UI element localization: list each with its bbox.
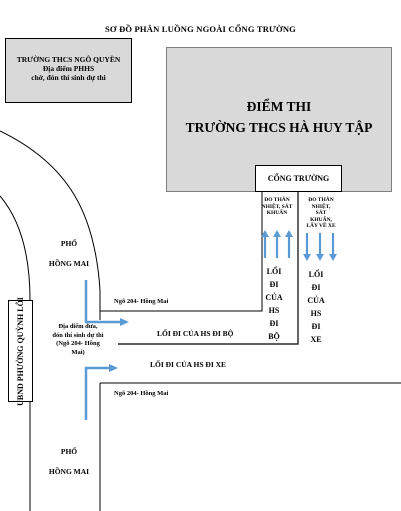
ward-office-label: UBND PHƯỜNG QUỲNH LÔI [16,296,26,406]
alley-label-top: Ngõ 204- Hồng Mai [114,298,169,305]
check-right-line: ĐO THÂN [308,197,334,203]
check-right-line: LẤY VỀ XE [306,223,336,229]
check-right-line: SÁT [315,210,327,216]
check-left-line: ĐO THÂN [264,197,290,203]
check-station-walkers: ĐO THÂN NHIỆT, SÁT KHUẨN [256,197,298,217]
vehicle-route-label: LỐI ĐI CỦA HS ĐI XE [150,360,227,369]
alley-walk-line [118,192,299,345]
vehicle-lane-word: ĐI [311,322,321,331]
ward-office-box [8,300,33,402]
page-title: SƠ ĐỒ PHÂN LUỒNG NGOÀI CỔNG TRƯỜNG [105,24,296,34]
alley-top-edge [100,192,263,312]
alley-label-bottom: Ngõ 204- Hồng Mai [114,390,169,397]
vehicle-lane-word: XE [310,335,322,344]
exam-site-label: ĐIỂM THI TRƯỜNG THCS HÀ HUY TẬP [166,96,392,138]
check-station-vehicles: ĐO THÂN NHIỆT, SÁT KHUẨN, LẤY VỀ XE [300,197,342,230]
walk-up-arrowhead-3 [285,230,293,237]
walk-lane-word: ĐI [269,319,279,328]
meeting-point-line: Mai) [71,348,85,356]
street-bottom-line: HỒNG MAI [48,467,90,476]
walk-lane-word: CỦA [265,293,283,302]
vehicle-down-arrowhead-1 [303,254,311,261]
parent-area-label: Địa điểm PHHS [42,64,95,73]
meeting-point-label: Địa điểm đưa, đón thí sinh dự thi (Ngõ 2… [38,323,118,357]
walk-lane-label: LỐI ĐI CỦA HS ĐI BỘ [262,265,286,343]
walk-lane-word: HS [268,306,280,315]
vehicle-lane-word: ĐI [311,283,321,292]
check-left-line: KHUẨN [266,210,288,216]
walk-lane-word: ĐI [269,280,279,289]
walk-lane-word: BỘ [268,332,280,341]
street-top-line: PHỐ [60,239,78,248]
parent-waiting-area-box: TRƯỜNG THCS NGÔ QUYỀN Địa điểm PHHS chờ,… [5,38,132,103]
vehicle-down-arrowhead-2 [316,254,324,261]
vehicle-lane-word: CỦA [307,296,325,305]
vehicle-down-arrowhead-3 [329,254,337,261]
vehicle-lane-word: LỐI [308,270,324,279]
vehicle-lane-label: LỐI ĐI CỦA HS ĐI XE [304,268,328,346]
street-top-line: HỒNG MAI [48,259,90,268]
walk-route-arrow [84,280,122,324]
ward-office-label-wrap: UBND PHƯỜNG QUỲNH LÔI [8,297,33,406]
walk-route-label: LỐI ĐI CỦA HS ĐI BỘ [157,329,234,338]
walk-up-arrowhead-1 [261,230,269,237]
exam-site-line2: TRƯỜNG THCS HÀ HUY TẬP [185,120,373,135]
meeting-point-line: Địa điểm đưa, [58,323,98,330]
vehicle-route-arrowhead [109,364,118,372]
school-gate: CỔNG TRƯỜNG [255,165,342,192]
parent-area-note: chờ, đón thí sinh dự thi [31,73,106,82]
vehicle-lane-word: HS [310,309,322,318]
meeting-point-line: đón thí sinh dự thi [52,331,104,339]
school-name: TRƯỜNG THCS NGÔ QUYỀN [16,55,121,64]
street-bottom-line: PHỐ [60,447,78,456]
check-right-line: NHIỆT, [311,203,331,210]
exam-site-line1: ĐIỂM THI [246,99,312,114]
check-left-line: NHIỆT, SÁT [261,203,293,210]
walk-up-arrowhead-2 [273,230,281,237]
street-label-bottom: PHỐ HỒNG MAI [44,442,94,482]
walk-route-arrowhead [120,318,129,326]
street-label-top: PHỐ HỒNG MAI [44,234,94,274]
meeting-point-line: (Ngõ 204- Hồng [56,340,100,347]
vehicle-route-arrow [84,366,110,420]
walk-lane-word: LỐI [266,267,282,276]
check-right-line: KHUẨN, [310,216,332,223]
road-curve-inner [0,195,31,301]
road-curve-outer [0,130,101,291]
